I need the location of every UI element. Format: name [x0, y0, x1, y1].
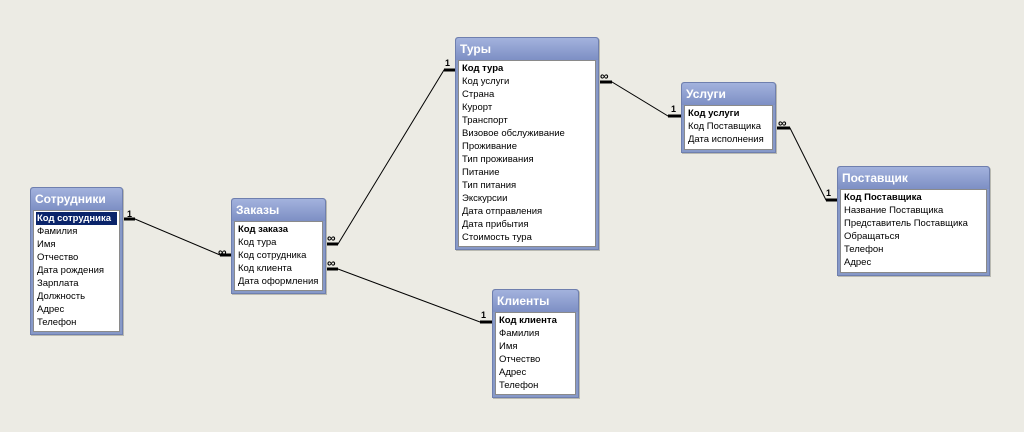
field-row[interactable]: Страна: [462, 89, 495, 100]
field-row[interactable]: Телефон: [499, 380, 539, 391]
field-row[interactable]: Код услуги: [462, 76, 510, 87]
field-row[interactable]: Транспорт: [462, 115, 508, 126]
one-label-tury: 1: [445, 58, 451, 68]
field-row[interactable]: Телефон: [37, 317, 77, 328]
relation-line-zakazy-tury: [325, 69, 456, 245]
field-row[interactable]: Обращаться: [844, 231, 900, 242]
field-row[interactable]: Питание: [462, 167, 500, 178]
table-title-zakazy[interactable]: Заказы: [232, 199, 325, 221]
table-title-tury[interactable]: Туры: [456, 38, 598, 60]
field-list-tury[interactable]: Код тура Код услуги Страна Курорт Трансп…: [458, 60, 596, 247]
table-uslugi[interactable]: Услуги Код услуги Код Поставщика Дата ис…: [681, 82, 776, 153]
many-label-zakazy-tour: ∞: [327, 231, 335, 245]
field-list-zakazy[interactable]: Код заказа Код тура Код сотрудника Код к…: [234, 221, 323, 291]
relation-line-sotrudniki-zakazy: [123, 218, 231, 256]
field-row[interactable]: Код услуги: [688, 108, 740, 119]
field-row[interactable]: Код заказа: [238, 224, 289, 235]
many-label-zakazy-employee: ∞: [218, 245, 226, 259]
table-title-postavshchik[interactable]: Поставщик: [838, 167, 989, 189]
table-title-uslugi[interactable]: Услуги: [682, 83, 775, 105]
field-list-postavshchik[interactable]: Код Поставщика Название Поставщика Предс…: [840, 189, 987, 273]
field-row[interactable]: Экскурсии: [462, 193, 508, 204]
field-row[interactable]: Код сотрудника: [238, 250, 307, 261]
field-row[interactable]: Адрес: [844, 257, 872, 268]
field-row[interactable]: Дата оформления: [238, 276, 319, 287]
field-row[interactable]: Дата прибытия: [462, 219, 529, 230]
field-row[interactable]: Код тура: [462, 63, 504, 74]
field-row[interactable]: Курорт: [462, 102, 493, 113]
field-row[interactable]: Тип проживания: [462, 154, 534, 165]
table-tury[interactable]: Туры Код тура Код услуги Страна Курорт Т…: [455, 37, 599, 250]
field-row[interactable]: Код клиента: [238, 263, 292, 274]
many-label-uslugi-supplier: ∞: [778, 116, 786, 130]
one-label-postavshchik: 1: [826, 188, 832, 198]
field-row[interactable]: Тип питания: [462, 180, 517, 191]
field-row[interactable]: Код клиента: [499, 315, 557, 326]
field-row[interactable]: Телефон: [844, 244, 884, 255]
field-row[interactable]: Фамилия: [499, 328, 540, 339]
field-row[interactable]: Фамилия: [37, 226, 78, 237]
relation-line-tury-uslugi: [598, 81, 682, 117]
one-label-klienty: 1: [481, 310, 487, 320]
field-row[interactable]: Проживание: [462, 141, 518, 152]
field-row[interactable]: Код сотрудника: [36, 212, 117, 225]
field-row[interactable]: Дата рождения: [37, 265, 105, 276]
field-row[interactable]: Стоимость тура: [462, 232, 532, 243]
table-title-klienty[interactable]: Клиенты: [493, 290, 578, 312]
field-row[interactable]: Код Поставщика: [844, 192, 922, 203]
field-list-klienty[interactable]: Код клиента Фамилия Имя Отчество Адрес Т…: [495, 312, 576, 395]
table-klienty[interactable]: Клиенты Код клиента Фамилия Имя Отчество…: [492, 289, 579, 398]
relation-line-zakazy-klienty: [325, 268, 493, 323]
field-row[interactable]: Отчество: [499, 354, 541, 365]
field-row[interactable]: Дата исполнения: [688, 134, 764, 145]
field-row[interactable]: Адрес: [37, 304, 65, 315]
field-row[interactable]: Отчество: [37, 252, 79, 263]
table-sotrudniki[interactable]: Сотрудники Код сотрудника Фамилия Имя От…: [30, 187, 123, 335]
field-row[interactable]: Название Поставщика: [844, 205, 944, 216]
field-row[interactable]: Код Поставщика: [688, 121, 761, 132]
one-label-sotrudniki: 1: [127, 209, 133, 219]
field-list-sotrudniki[interactable]: Код сотрудника Фамилия Имя Отчество Дата…: [33, 210, 120, 332]
field-row[interactable]: Зарплата: [37, 278, 79, 289]
field-row[interactable]: Дата отправления: [462, 206, 543, 217]
table-zakazy[interactable]: Заказы Код заказа Код тура Код сотрудник…: [231, 198, 326, 294]
field-row[interactable]: Имя: [499, 341, 518, 352]
one-label-uslugi: 1: [671, 104, 677, 114]
table-title-sotrudniki[interactable]: Сотрудники: [31, 188, 122, 210]
table-postavshchik[interactable]: Поставщик Код Поставщика Название Постав…: [837, 166, 990, 276]
field-row[interactable]: Адрес: [499, 367, 527, 378]
field-list-uslugi[interactable]: Код услуги Код Поставщика Дата исполнени…: [684, 105, 773, 150]
many-label-tury-service: ∞: [600, 69, 608, 83]
field-row[interactable]: Визовое обслуживание: [462, 128, 565, 139]
many-label-zakazy-client: ∞: [327, 256, 335, 270]
field-row[interactable]: Представитель Поставщика: [844, 218, 968, 229]
field-row[interactable]: Код тура: [238, 237, 277, 248]
field-row[interactable]: Имя: [37, 239, 56, 250]
field-row[interactable]: Должность: [37, 291, 86, 302]
